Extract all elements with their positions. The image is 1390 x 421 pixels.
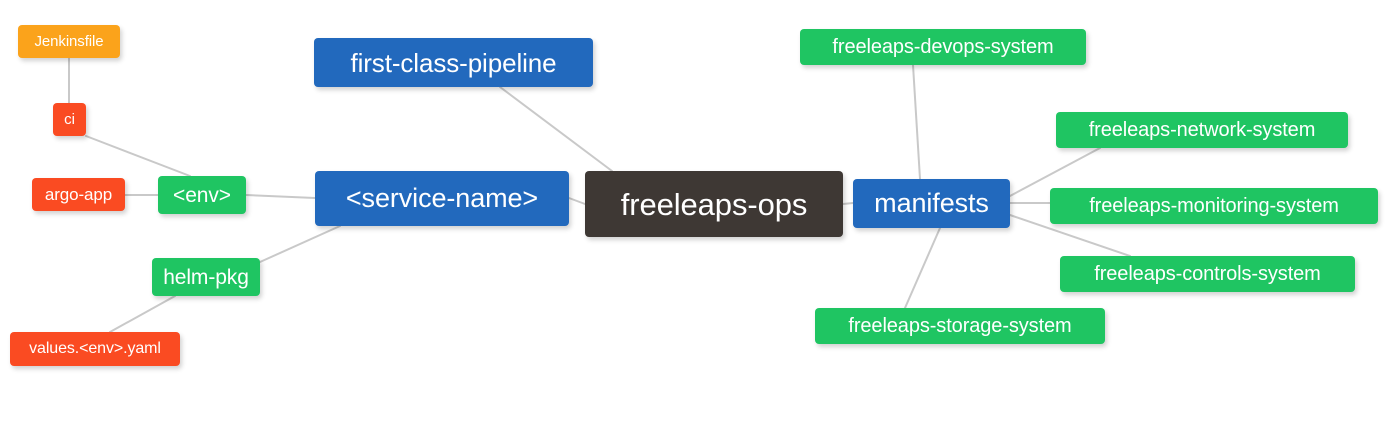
node-service[interactable]: <service-name> (315, 171, 569, 226)
node-env[interactable]: <env> (158, 176, 246, 214)
edge-root-to-manifests (842, 202, 854, 205)
node-pipeline[interactable]: first-class-pipeline (314, 38, 593, 87)
edge-helmpkg-to-values (109, 295, 176, 333)
node-monitoring[interactable]: freeleaps-monitoring-system (1050, 188, 1378, 224)
edge-manifests-to-devops (912, 64, 921, 180)
node-devops[interactable]: freeleaps-devops-system (800, 29, 1086, 65)
edge-manifests-to-storage (904, 227, 941, 309)
node-argoapp[interactable]: argo-app (32, 178, 125, 211)
edge-root-to-pipeline (499, 86, 613, 172)
node-helmpkg[interactable]: helm-pkg (152, 258, 260, 296)
node-ci[interactable]: ci (53, 103, 86, 136)
edge-env-to-ci (85, 135, 191, 177)
edge-service-to-env (245, 194, 316, 199)
node-manifests[interactable]: manifests (853, 179, 1010, 228)
node-jenkinsfile[interactable]: Jenkinsfile (18, 25, 120, 58)
edge-service-to-helmpkg (259, 225, 341, 263)
node-controls[interactable]: freeleaps-controls-system (1060, 256, 1355, 292)
node-values[interactable]: values.<env>.yaml (10, 332, 180, 366)
node-network[interactable]: freeleaps-network-system (1056, 112, 1348, 148)
node-storage[interactable]: freeleaps-storage-system (815, 308, 1105, 344)
node-root[interactable]: freeleaps-ops (585, 171, 843, 237)
edge-root-to-service (568, 197, 586, 205)
